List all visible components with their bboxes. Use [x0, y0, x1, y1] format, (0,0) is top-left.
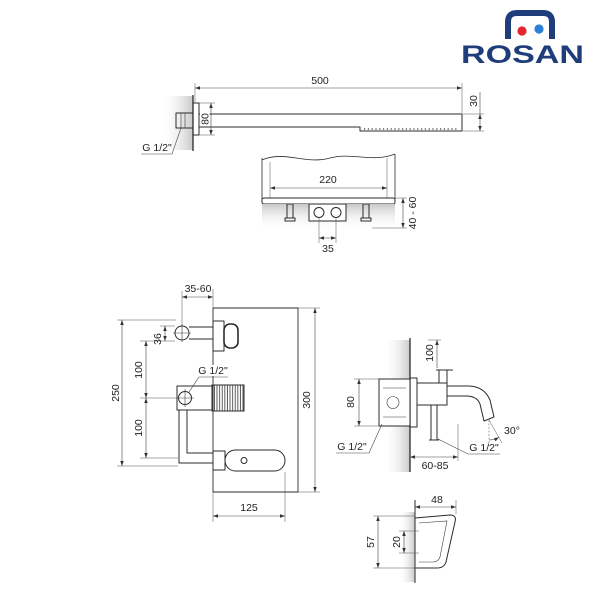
label-outlet: 20	[391, 536, 403, 548]
wall-flange	[192, 102, 200, 136]
spout-outlet-outline	[418, 520, 448, 563]
thread-leader	[141, 127, 182, 155]
thermostat-handle	[211, 384, 245, 412]
spout-profile-drawing: 48 57 20	[365, 494, 457, 583]
label-projection: 60-85	[422, 460, 449, 472]
fitting-detail	[383, 387, 406, 418]
angle-arc	[488, 437, 500, 442]
label-lower-spacing: 100	[133, 419, 145, 437]
spout-profile	[414, 514, 456, 569]
label-plate-span: 300	[301, 391, 313, 409]
diverter-knob-base	[212, 320, 225, 352]
label-thread: G 1/2"	[142, 142, 172, 154]
label-thread-inlet: G 1/2"	[337, 441, 367, 453]
inlet-right	[330, 207, 342, 218]
thread-outlet-leader	[437, 438, 500, 455]
ceiling-mount-drawing: 220 35 40 - 60	[261, 153, 419, 255]
label-diverter-offset: 35-60	[185, 283, 212, 295]
label-upper-spacing: 100	[133, 361, 145, 379]
diverter-knob	[223, 323, 239, 349]
label-lever-rise: 100	[424, 344, 436, 362]
logo-wordmark: ROSAN	[461, 41, 584, 69]
label-overall: 57	[365, 536, 377, 548]
label-flange-size: 80	[200, 113, 212, 125]
hand-shower-holder	[224, 449, 286, 472]
bath-spout	[447, 385, 495, 422]
label-head-thickness: 30	[468, 95, 480, 107]
thread-inlet-leader	[336, 423, 383, 454]
label-backdrop	[200, 112, 210, 126]
rosan-logo: ROSAN	[461, 10, 584, 69]
logo-blue-dot	[534, 24, 544, 34]
label-projection: 40 - 60	[407, 197, 419, 230]
label-arm-length: 500	[311, 75, 329, 87]
diverter-body	[189, 326, 213, 340]
shower-arm-drawing: 500 80 30 G 1/2"	[141, 75, 484, 155]
eccentric-fitting	[378, 378, 411, 427]
wall-shading	[399, 512, 415, 582]
logo-arch-icon	[505, 10, 555, 39]
ceiling-break-line	[261, 153, 396, 161]
bath-spout-side-drawing: 80 100 G 1/2" G 1/2" 60-85 30°	[336, 338, 520, 472]
inlet-left	[313, 207, 325, 218]
label-holder-span: 125	[240, 502, 258, 514]
mount-foot-left	[284, 217, 296, 222]
shower-arm	[199, 113, 463, 132]
label-backdrop	[198, 365, 229, 376]
label-reach: 48	[431, 494, 443, 506]
label-thread-outlet: G 1/2"	[469, 442, 499, 454]
mount-foot-right	[360, 217, 372, 222]
label-plate-span: 220	[319, 174, 337, 186]
fitting-port	[386, 396, 400, 409]
label-outlet-span: 250	[110, 384, 122, 402]
thread-leader	[188, 376, 228, 393]
concealed-mixer-drawing: 35-60 250 36 100 100 300 125 G 1/2"	[110, 283, 320, 522]
holder-outlet	[240, 457, 248, 464]
label-inlet-spacing: 35	[322, 243, 334, 255]
label-outlet-angle: 30°	[504, 425, 520, 437]
angle-line	[488, 419, 503, 444]
inlet-block	[308, 203, 347, 222]
label-thread: G 1/2"	[198, 365, 228, 377]
label-fitting-span: 80	[345, 396, 357, 408]
outlet-connector	[212, 450, 226, 471]
logo-red-dot	[517, 26, 527, 36]
label-diverter-size: 36	[152, 333, 164, 345]
